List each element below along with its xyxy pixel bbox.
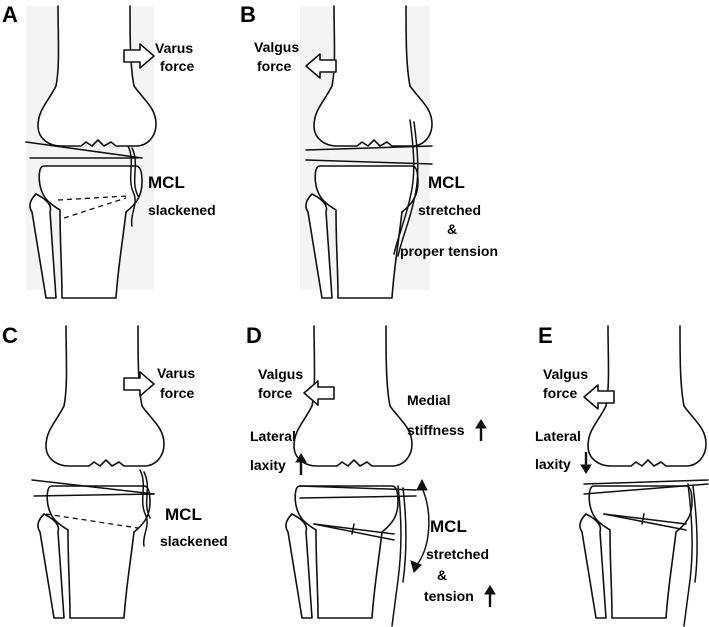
panel-a-dashed-1	[57, 195, 129, 201]
panel-a-mcl-label: MCL	[148, 173, 185, 192]
panel-a-femur-joint-line	[25, 141, 143, 159]
panel-a-mcl-slack-2	[131, 147, 139, 197]
panel-b: B Valgus force MCL stretched & proper te…	[240, 2, 498, 299]
panel-e-wedge-top	[603, 513, 687, 525]
varus-force-arrow-icon-c	[123, 371, 155, 397]
panel-c-knee	[37, 325, 165, 619]
panel-d-wedge-bottom	[313, 523, 395, 541]
medial-stiffness-up-arrow-icon	[475, 419, 487, 441]
panel-b-force-line2: force	[257, 58, 291, 74]
panel-letter-b: B	[240, 2, 256, 27]
panel-e-mcl-line-2	[692, 485, 698, 583]
valgus-force-arrow-icon	[305, 53, 337, 79]
panel-e-force-line2: force	[543, 385, 577, 401]
panel-b-state-line2: &	[447, 221, 457, 237]
panel-e-tibia-joint-line	[583, 483, 709, 495]
panel-e-mcl-line	[683, 483, 693, 627]
panel-e: E Valgus force Lateral laxity	[535, 323, 709, 627]
panel-d-state-line1: stretched	[426, 546, 489, 562]
panel-c-force-line1: Varus	[157, 365, 195, 381]
panel-c: C Varus force MCL slackened	[2, 323, 228, 619]
panel-c-force-line2: force	[160, 385, 194, 401]
panel-c-mcl-label: MCL	[165, 505, 202, 524]
valgus-force-arrow-icon-d	[303, 380, 335, 406]
panel-b-femur-joint-line	[305, 145, 433, 151]
panel-b-mcl-tense	[393, 119, 415, 255]
panel-c-mcl-slack	[139, 469, 148, 547]
lateral-laxity-up-arrow-icon	[295, 453, 307, 475]
panel-b-state-line3: proper tension	[400, 243, 498, 259]
panel-a-state: slackened	[148, 202, 216, 218]
panel-e-wedge-bottom	[603, 513, 687, 531]
panel-b-mcl-tense-2	[397, 121, 419, 257]
valgus-force-arrow-icon-e	[583, 384, 615, 410]
tension-up-arrow-icon	[484, 585, 496, 607]
varus-force-arrow-icon	[123, 43, 155, 69]
panel-d-state-line2: &	[437, 567, 447, 583]
panel-d-medial-line2: stiffness	[407, 422, 465, 438]
panel-d-mcl-tense	[391, 485, 402, 627]
panel-d-state-line3: tension	[424, 588, 474, 604]
panel-e-lateral-line2: laxity	[535, 456, 571, 472]
panel-d-mcl-tense-2	[402, 487, 407, 583]
panel-d-medial-line1: Medial	[407, 392, 451, 408]
panel-a: A Varus force MCL slackened	[2, 2, 216, 299]
lateral-laxity-down-arrow-icon	[580, 452, 592, 474]
panel-a-dashed-2	[63, 197, 127, 219]
panel-letter-e: E	[538, 323, 553, 348]
panel-c-tibia-joint-line	[33, 493, 155, 497]
panel-a-force-line1: Varus	[155, 40, 193, 56]
panel-letter-c: C	[2, 323, 18, 348]
panel-e-force-line1: Valgus	[543, 366, 588, 382]
panel-b-mcl-label: MCL	[428, 173, 465, 192]
panel-d-wedge-top	[313, 523, 395, 535]
panel-e-femur-joint-line	[583, 479, 709, 485]
panel-d-tibia-joint-line	[299, 495, 417, 499]
panel-b-force-line1: Valgus	[254, 39, 299, 55]
panel-c-dashed	[45, 513, 139, 529]
panel-letter-d: D	[246, 323, 262, 348]
panel-letter-a: A	[2, 2, 18, 27]
panel-b-tibia-joint-line	[305, 159, 433, 165]
panel-e-knee	[579, 325, 707, 619]
panel-c-mcl-slack-2	[143, 471, 151, 519]
panel-c-state: slackened	[160, 533, 228, 549]
panel-b-state-line1: stretched	[418, 202, 481, 218]
panel-e-wedge-mark	[641, 513, 645, 525]
panel-d-force-line1: Valgus	[258, 366, 303, 382]
panel-c-femur-joint-line	[31, 479, 155, 495]
panel-d: D Valgus force Medial stiffness Lateral …	[246, 323, 496, 627]
panel-d-lateral-line2: laxity	[250, 457, 286, 473]
panel-d-femur-joint-line	[299, 485, 417, 491]
panel-a-force-line2: force	[160, 58, 194, 74]
panel-d-lateral-line1: Lateral	[250, 428, 296, 444]
panel-d-force-line2: force	[258, 385, 292, 401]
panel-e-lateral-line1: Lateral	[535, 428, 581, 444]
panel-d-wedge-mark	[351, 523, 355, 535]
curved-double-arrow-icon	[410, 478, 430, 573]
panel-a-mcl-slack	[127, 145, 136, 227]
panel-d-mcl-label: MCL	[430, 517, 467, 536]
panel-d-knee	[285, 325, 413, 619]
